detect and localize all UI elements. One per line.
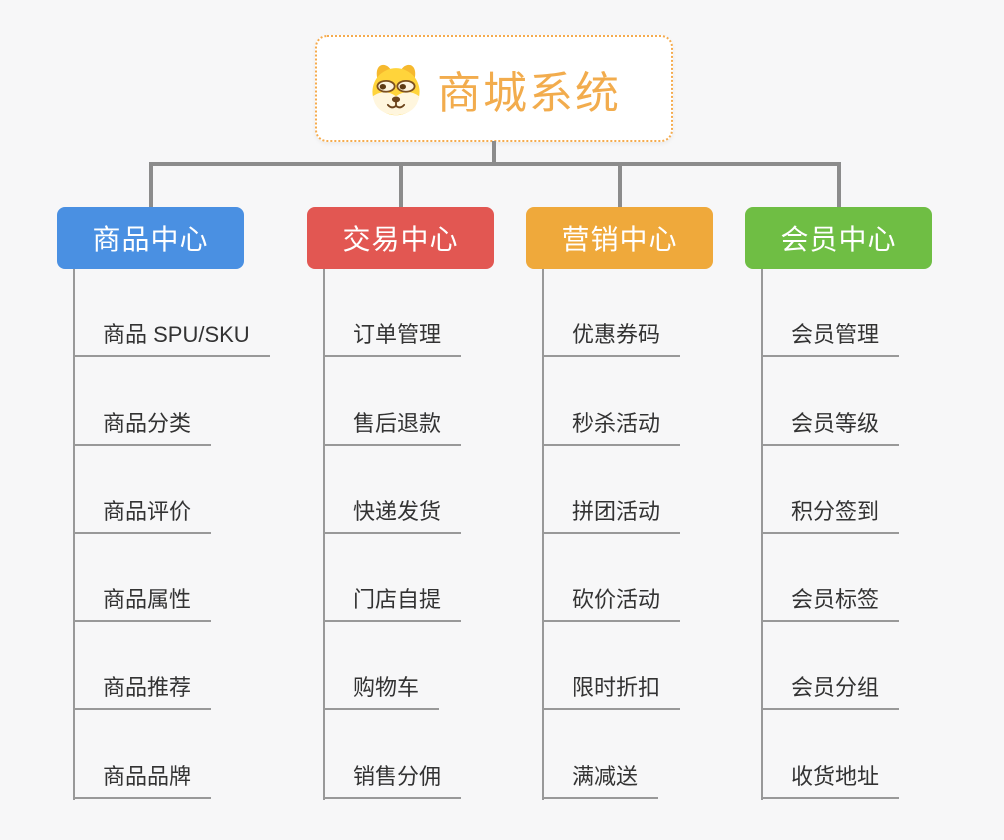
item-row: 售后退款 — [323, 357, 494, 446]
mindmap-item[interactable]: 优惠券码 — [542, 317, 681, 358]
root-node-label: 商城系统 — [437, 68, 621, 118]
item-row: 商品分类 — [73, 357, 244, 446]
mindmap-item[interactable]: 收货地址 — [761, 759, 900, 799]
branch-column-marketing-center: 营销中心优惠券码秒杀活动拼团活动砍价活动限时折扣满减送 — [526, 207, 713, 800]
item-row: 收货地址 — [761, 710, 932, 799]
mindmap-item[interactable]: 会员管理 — [761, 317, 900, 358]
branch-column-trade-center: 交易中心订单管理售后退款快递发货门店自提购物车销售分佣 — [307, 207, 494, 800]
mindmap-item[interactable]: 商品评价 — [73, 494, 212, 534]
mindmap-item[interactable]: 商品品牌 — [73, 759, 212, 799]
mindmap-item[interactable]: 商品推荐 — [73, 670, 212, 711]
mindmap-item[interactable]: 积分签到 — [761, 494, 900, 534]
item-row: 限时折扣 — [542, 622, 713, 711]
mindmap-item[interactable]: 销售分佣 — [323, 759, 462, 799]
connector-bus-line — [149, 162, 841, 166]
item-row: 订单管理 — [323, 269, 494, 358]
connector-drop-member-center — [836, 165, 841, 208]
branch-column-product-center: 商品中心商品 SPU/SKU 商品分类商品评价商品属性商品推荐商品品牌 — [57, 207, 270, 800]
branch-items-list: 商品 SPU/SKU 商品分类商品评价商品属性商品推荐商品品牌 — [73, 269, 270, 799]
branch-items-list: 订单管理售后退款快递发货门店自提购物车销售分佣 — [323, 269, 494, 799]
branch-node-trade-center[interactable]: 交易中心 — [307, 207, 494, 269]
branch-items-list: 会员管理会员等级积分签到会员标签会员分组收货地址 — [761, 269, 932, 799]
item-row: 销售分佣 — [323, 710, 494, 799]
connector-drop-marketing-center — [617, 165, 622, 208]
connector-root-stem — [492, 141, 496, 164]
item-row: 商品品牌 — [73, 710, 244, 799]
mindmap-item[interactable]: 限时折扣 — [542, 670, 681, 711]
root-node[interactable]: 商城系统 — [315, 35, 673, 142]
branch-node-marketing-center[interactable]: 营销中心 — [526, 207, 713, 269]
mindmap-item[interactable]: 拼团活动 — [542, 494, 681, 534]
item-row: 会员标签 — [761, 534, 932, 623]
connector-children-marketing-center — [542, 269, 544, 800]
mindmap-item[interactable]: 售后退款 — [323, 406, 462, 446]
mindmap-item[interactable]: 门店自提 — [323, 582, 462, 623]
item-row: 积分签到 — [761, 446, 932, 534]
mindmap-item[interactable]: 满减送 — [542, 759, 659, 799]
mindmap-item[interactable]: 商品属性 — [73, 582, 212, 623]
connector-children-trade-center — [323, 269, 325, 800]
mindmap-item[interactable]: 秒杀活动 — [542, 406, 681, 446]
connector-children-product-center — [73, 269, 75, 800]
item-row: 商品 SPU/SKU — [73, 269, 270, 358]
mindmap-item[interactable]: 快递发货 — [323, 494, 462, 534]
item-row: 门店自提 — [323, 534, 494, 623]
item-row: 商品属性 — [73, 534, 244, 623]
item-row: 购物车 — [323, 622, 494, 711]
branch-node-member-center[interactable]: 会员中心 — [745, 207, 932, 269]
mindmap-item[interactable]: 砍价活动 — [542, 582, 681, 623]
mindmap-item[interactable]: 购物车 — [323, 670, 440, 711]
mindmap-item[interactable]: 商品 SPU/SKU — [73, 317, 270, 358]
item-row: 秒杀活动 — [542, 357, 713, 446]
mindmap-item[interactable]: 会员等级 — [761, 406, 900, 446]
branch-column-member-center: 会员中心会员管理会员等级积分签到会员标签会员分组收货地址 — [745, 207, 932, 800]
item-row: 优惠券码 — [542, 269, 713, 358]
item-row: 会员分组 — [761, 622, 932, 711]
connector-drop-trade-center — [398, 165, 403, 208]
branch-node-product-center[interactable]: 商品中心 — [57, 207, 244, 269]
item-row: 会员管理 — [761, 269, 932, 358]
mindmap-item[interactable]: 订单管理 — [323, 317, 462, 358]
item-row: 拼团活动 — [542, 446, 713, 534]
item-row: 商品评价 — [73, 446, 244, 534]
item-row: 商品推荐 — [73, 622, 244, 711]
mindmap-item[interactable]: 会员分组 — [761, 670, 900, 711]
connector-children-member-center — [761, 269, 763, 800]
connector-drop-product-center — [148, 165, 153, 208]
item-row: 满减送 — [542, 710, 713, 799]
item-row: 快递发货 — [323, 446, 494, 534]
dog-face-icon — [372, 64, 420, 115]
mindmap-item[interactable]: 会员标签 — [761, 582, 900, 623]
branch-items-list: 优惠券码秒杀活动拼团活动砍价活动限时折扣满减送 — [542, 269, 713, 799]
mindmap-item[interactable]: 商品分类 — [73, 406, 212, 446]
item-row: 砍价活动 — [542, 534, 713, 623]
item-row: 会员等级 — [761, 357, 932, 446]
